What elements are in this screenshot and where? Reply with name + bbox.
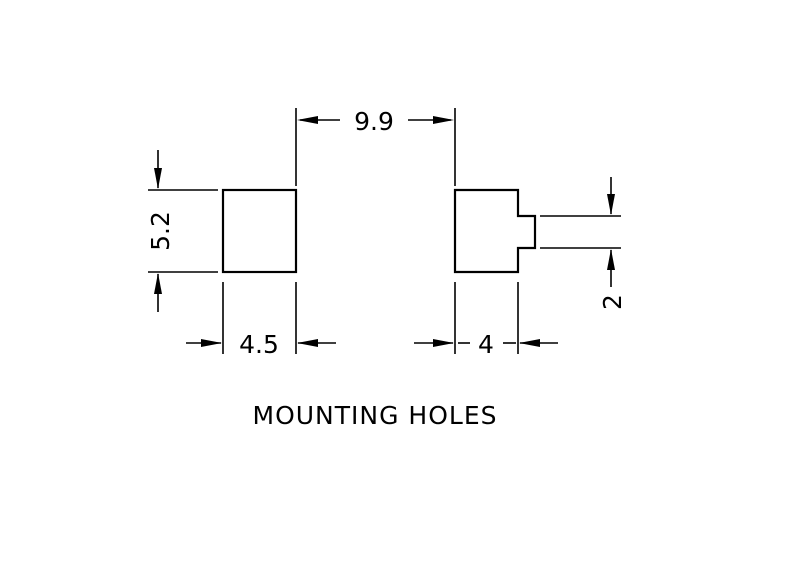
left-width-dimension: 4.5 xyxy=(186,282,336,359)
left-height-arrow-top xyxy=(154,168,162,189)
right-hole-outline xyxy=(453,188,537,274)
left-height-label: 5.2 xyxy=(146,211,175,251)
drawing-caption: MOUNTING HOLES xyxy=(253,401,498,430)
tab-height-label: 2 xyxy=(598,294,627,310)
right-width-dimension: 4 xyxy=(414,282,558,359)
spacing-label: 9.9 xyxy=(354,107,394,136)
tab-height-arrow-bottom xyxy=(607,249,615,270)
right-width-arrow-right xyxy=(519,339,540,347)
spacing-arrow-right xyxy=(433,116,454,124)
tab-height-arrow-top xyxy=(607,194,615,215)
left-width-arrow-left xyxy=(201,339,222,347)
tab-height-dimension: 2 xyxy=(540,177,627,310)
left-hole-outline xyxy=(221,188,298,274)
left-height-dimension: 5.2 xyxy=(146,150,218,312)
right-width-arrow-left xyxy=(433,339,454,347)
left-width-label: 4.5 xyxy=(239,330,279,359)
right-width-label: 4 xyxy=(478,330,494,359)
left-height-arrow-bottom xyxy=(154,273,162,294)
spacing-arrow-left xyxy=(297,116,318,124)
left-width-arrow-right xyxy=(297,339,318,347)
spacing-dimension: 9.9 xyxy=(295,107,456,186)
